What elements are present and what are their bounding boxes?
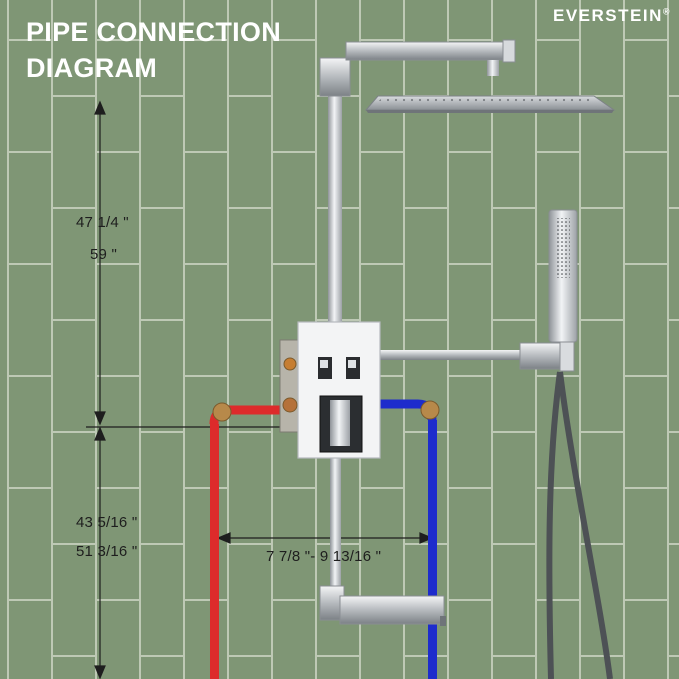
diverter-icon-1: [320, 360, 328, 368]
valve-trim-plate: [297, 321, 381, 459]
hot-water-elbow: [212, 402, 232, 422]
lower-arrow-bottom: [94, 665, 106, 679]
width-arrow-right: [419, 532, 434, 544]
width-arrow-left: [216, 532, 231, 544]
shower-arm: [345, 41, 515, 61]
ball-joint-connector: [487, 60, 499, 76]
dimension-guides: [86, 100, 434, 679]
cold-water-elbow: [420, 400, 440, 420]
hot-water-line-vertical: [210, 424, 219, 679]
shower-head-nozzles: [372, 98, 606, 107]
spout-supply-pipe: [330, 456, 341, 588]
shower-head-edge: [366, 110, 614, 113]
valve-lever-front: [330, 400, 350, 446]
shower-hose-right: [557, 371, 613, 679]
handshower-supply-pipe: [378, 350, 526, 360]
upper-height-inch-label: 47 1/4 ": [76, 214, 129, 231]
brand-logo-text: EVERSTEIN: [553, 6, 663, 25]
valve-port-bottom: [282, 397, 298, 413]
lower-height-inch-label: 43 5/16 ": [76, 514, 138, 531]
diagram-title: PIPE CONNECTION DIAGRAM: [26, 14, 281, 86]
hand-shower-nozzles: [556, 218, 570, 278]
upper-arrow-top: [94, 100, 106, 115]
diverter-icon-2: [348, 360, 356, 368]
holder-bracket: [559, 340, 575, 372]
upper-height-second-label: 59 ": [90, 246, 117, 263]
horizontal-width-label: 7 7/8 "- 9 13/16 ": [266, 548, 382, 565]
tub-spout: [339, 595, 445, 625]
cold-water-line-vertical: [428, 420, 437, 679]
valve-port-top: [283, 357, 297, 371]
shower-hose-left: [546, 371, 563, 679]
wall-flange: [319, 57, 351, 97]
arm-end-cap: [502, 39, 516, 63]
brand-logo: EVERSTEIN®: [553, 6, 671, 26]
shower-riser-pipe: [328, 80, 342, 326]
lower-arrow-top: [94, 426, 106, 441]
tile-grout-lines: [7, 0, 679, 679]
upper-arrow-bottom: [94, 411, 106, 426]
title-line-2: DIAGRAM: [26, 53, 158, 83]
title-line-1: PIPE CONNECTION: [26, 17, 282, 47]
lower-height-second-label: 51 3/16 ": [76, 543, 138, 560]
handshower-holder-outlet: [519, 342, 565, 370]
spout-outlet: [440, 616, 446, 626]
trademark-mark: ®: [662, 6, 671, 17]
